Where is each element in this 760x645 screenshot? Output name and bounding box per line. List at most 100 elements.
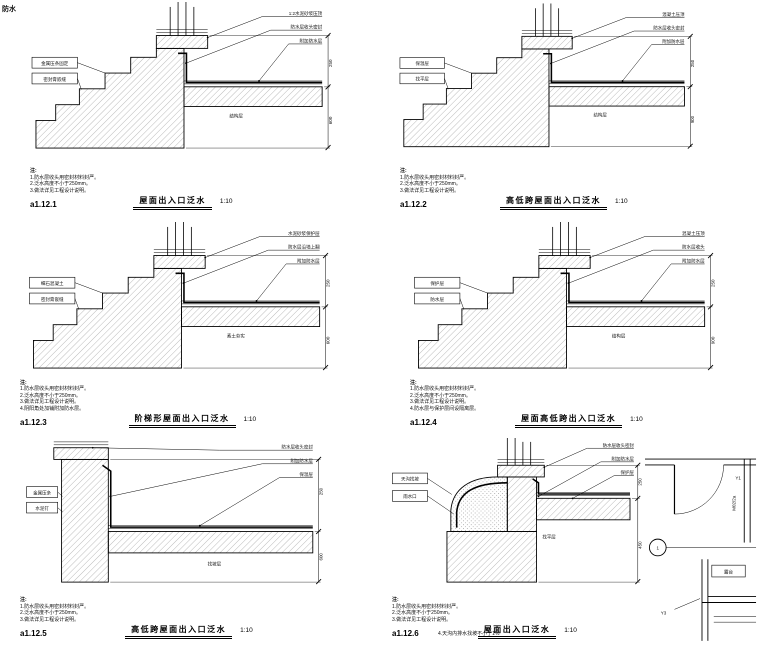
note-line: 1.防水层收头用密封材料封严。	[20, 386, 90, 392]
dimension-text: 600	[328, 116, 333, 124]
callout-label: 1:2水泥砂浆压顶	[289, 10, 323, 17]
callout-box-label: 细石混凝土	[41, 280, 64, 287]
detail-notes: 注: 1.防水层收头用密封材料封严。 2.泛水高度不小于250mm。 3.做法详…	[400, 168, 469, 194]
layer-label: 结构层	[612, 332, 626, 339]
note-line: 3.做法详见工程设计说明。	[410, 399, 470, 405]
detail-extra-note: 4.天沟内排水找坡不小于1%	[438, 631, 500, 637]
notes-title: 注:	[30, 168, 37, 174]
layer-label: 找平层	[542, 533, 556, 540]
dimension-text: 250	[328, 59, 333, 67]
dimension-text: 900	[711, 336, 716, 344]
note-line: 3.做法详见工程设计说明。	[392, 616, 452, 623]
plan-linework	[645, 458, 757, 641]
detail-1-drawing: 1:2水泥砂浆压顶 防水层收头密封 附加防水层 金属压条固定 密封膏嵌缝 结构层…	[31, 2, 333, 151]
callout-box-label: 保温层	[416, 60, 430, 67]
dimension-text: 250	[319, 487, 324, 495]
note-line: 3.做法详见工程设计说明。	[20, 616, 80, 623]
section-linework	[391, 438, 642, 585]
section-linework	[28, 222, 329, 371]
callout-box-label: 天沟找坡	[401, 476, 419, 483]
detail-title: 屋面出入口泛水	[477, 624, 557, 639]
callout-label: 混凝土压顶	[662, 11, 685, 18]
dimension-text: 600	[319, 553, 324, 561]
detail-title: 高低跨屋面出入口泛水	[500, 195, 607, 210]
sheet-side-label: 防水	[2, 6, 16, 13]
callout-box-label: 保护层	[430, 280, 444, 287]
notes-title: 注:	[392, 597, 399, 603]
layer-label: 找坡层	[208, 561, 222, 568]
plan-label-y3: Y3	[661, 610, 667, 615]
detail-6-drawing: 防水层收头密封 附加防水层 保护层 天沟找坡 雨水口 找平层 250 450	[391, 438, 643, 585]
callout-label: 防水层收头	[682, 244, 705, 251]
detail-titlebar: 阶梯形屋面出入口泛水 1:10	[128, 413, 257, 428]
callout-label: 水泥砂浆保护层	[288, 230, 320, 237]
detail-panel-3: 水泥砂浆保护层 防水层沿墙上翻 附加防水层 细石混凝土 密封膏嵌缝 素土夯实 2…	[18, 222, 343, 432]
note-line: 3.做法详见工程设计说明。	[30, 187, 90, 194]
detail-2-drawing: 混凝土压顶 防水层收头密封 附加防水层 保温层 找平层 结构层 250 900	[399, 2, 695, 150]
detail-scale: 1:10	[243, 416, 257, 423]
detail-notes: 注: 1.防水层收头用密封材料封严。 2.泛水高度不小于250mm。 3.做法详…	[392, 597, 461, 623]
detail-panel-1: 1:2水泥砂浆压顶 防水层收头密封 附加防水层 金属压条固定 密封膏嵌缝 结构层…	[28, 2, 338, 214]
detail-notes: 注: 1.防水层收头用密封材料封严。 2.泛水高度不小于250mm。 3.做法详…	[410, 380, 479, 413]
notes-title: 注:	[20, 597, 27, 603]
detail-panel-5: 防水层收头密封 附加防水层 保温层 金属压条 水泥钉 找坡层 250 600 注…	[18, 438, 333, 643]
detail-panel-6: 防水层收头密封 附加防水层 保护层 天沟找坡 雨水口 找平层 250 450 注…	[390, 438, 648, 643]
detail-titlebar: 高低跨屋面出入口泛水 1:10	[500, 195, 628, 210]
callout-box-label: 密封膏嵌缝	[41, 296, 64, 303]
note-line: 2.泛水高度不小于250mm。	[20, 392, 81, 399]
dimension-text: 250	[690, 59, 695, 67]
detail-titlebar: 屋面高低跨出入口泛水 1:10	[515, 413, 643, 428]
detail-number: a1.12.1	[30, 200, 57, 209]
detail-4-drawing: 混凝土压顶 防水层收头 附加防水层 保护层 防水层 结构层 250 900	[413, 222, 716, 371]
note-line: 1.防水层收头用密封材料封严。	[392, 603, 462, 610]
callout-box-label: 找平层	[416, 76, 430, 83]
note-line: 2.泛水高度不小于250mm。	[20, 610, 81, 616]
dimension-text: 450	[638, 541, 643, 549]
dimension-text: 600	[326, 336, 331, 344]
note-line: 2.泛水高度不小于250mm。	[30, 181, 91, 187]
dimension-text: 250	[638, 478, 643, 486]
plan-detail-panel: 1 Y1 Y3 露台 M02/2a	[645, 448, 758, 644]
note-line: 2.泛水高度不小于250mm。	[410, 392, 471, 399]
layer-label: 结构层	[229, 112, 243, 119]
callout-label: 保护层	[620, 469, 634, 476]
callout-box-label: 密封膏嵌缝	[43, 76, 66, 83]
detail-scale: 1:10	[564, 627, 577, 634]
section-linework	[31, 2, 332, 151]
detail-titlebar: 屋面出入口泛水 1:10	[133, 195, 233, 210]
section-linework	[413, 222, 714, 371]
callout-label: 防水层收头密封	[603, 442, 635, 449]
note-line: 2.泛水高度不小于250mm。	[392, 610, 453, 616]
dimension-text: 900	[690, 115, 695, 123]
callout-box-label: 防水层	[430, 296, 444, 303]
detail-scale: 1:10	[219, 198, 233, 205]
section-linework	[399, 2, 694, 150]
detail-title: 阶梯形屋面出入口泛水	[128, 413, 236, 428]
note-line: 1.防水层收头用密封材料封严。	[400, 174, 470, 181]
layer-label: 结构层	[593, 112, 607, 119]
dimension-text: 250	[711, 279, 716, 287]
notes-title: 注:	[400, 168, 407, 174]
callout-label: 附加防水层	[300, 37, 323, 44]
detail-notes: 注: 1.防水层收头用密封材料封严。 2.泛水高度不小于250mm。 3.做法详…	[30, 168, 99, 194]
plan-door-label: M02/2a	[731, 495, 736, 511]
detail-panel-2: 混凝土压顶 防水层收头密封 附加防水层 保温层 找平层 结构层 250 900 …	[398, 2, 698, 214]
detail-3-drawing: 水泥砂浆保护层 防水层沿墙上翻 附加防水层 细石混凝土 密封膏嵌缝 素土夯实 2…	[28, 222, 331, 371]
notes-title: 注:	[410, 379, 417, 386]
callout-box-label: 水泥钉	[35, 505, 49, 512]
detail-number: a1.12.3	[20, 418, 47, 427]
detail-number: a1.12.2	[400, 200, 427, 209]
detail-titlebar: 高低跨屋面出入口泛水 1:10	[125, 624, 253, 639]
detail-titlebar: 屋面出入口泛水 1:10	[477, 624, 577, 639]
callout-label: 附加防水层	[682, 257, 705, 264]
callout-label: 防水层收头密封	[282, 444, 314, 451]
note-line: 1.防水层收头用密封材料封严。	[30, 174, 100, 181]
dimension-text: 250	[326, 279, 331, 287]
callout-box-label: 金属压条	[33, 489, 51, 496]
detail-notes: 注: 1.防水层收头用密封材料封严。 2.泛水高度不小于250mm。 3.做法详…	[20, 380, 89, 413]
section-bubble-number: 1	[657, 545, 660, 550]
detail-scale: 1:10	[240, 627, 253, 634]
detail-number: a1.12.6	[392, 629, 419, 638]
callout-label: 防水层收头密封	[653, 25, 685, 32]
detail-title: 屋面高低跨出入口泛水	[515, 413, 623, 428]
